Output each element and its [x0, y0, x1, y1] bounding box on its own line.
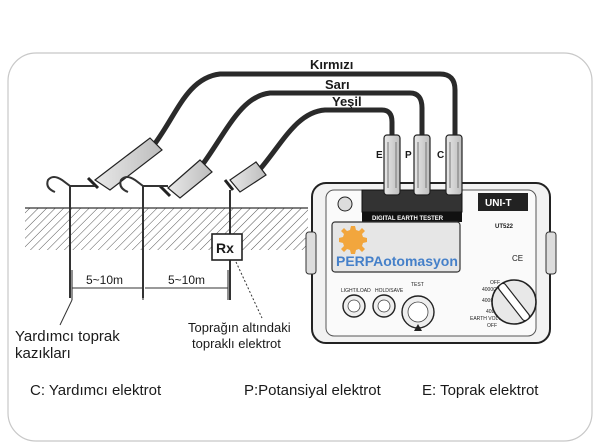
clip-green	[223, 161, 267, 193]
soil-ground	[25, 207, 308, 250]
test-cables	[147, 71, 458, 178]
ce-mark: CE	[512, 254, 523, 263]
terminal-label-e: E	[376, 150, 383, 161]
model-label: UT522	[495, 224, 514, 230]
plug-c	[445, 134, 463, 196]
light-load-button-face	[347, 299, 361, 313]
device-bumper-right	[545, 231, 557, 275]
clip-yellow	[158, 159, 213, 199]
green-cable	[252, 107, 395, 178]
terminal-label-strip	[362, 212, 462, 222]
aux-stakes-label-line1: Yardımcı toprak	[15, 328, 120, 345]
leader-electrode	[235, 261, 263, 319]
hold-save-button-face	[377, 299, 391, 313]
hold-save-label: HOLD/SAVE	[375, 288, 404, 294]
rx-label: Rx	[216, 240, 234, 256]
legend-p: P:Potansiyal elektrot	[244, 382, 382, 399]
dial-4000: 4000Ω	[482, 287, 497, 293]
test-button-face	[407, 301, 429, 323]
clip-red	[86, 137, 163, 191]
yellow-cable	[197, 90, 425, 171]
test-label: TEST	[411, 282, 424, 288]
dial-earth-voltage: EARTH VOLTAGE	[470, 316, 512, 322]
rx-box	[211, 233, 243, 261]
lcd-display	[331, 221, 461, 273]
electrode-label-line1: Toprağın altındaki	[188, 320, 291, 335]
dial-off-top: OFF	[490, 280, 500, 286]
brand-label: UNI-T	[485, 198, 512, 209]
watermark: PERPAotomasyon	[336, 226, 458, 269]
terminal-label-c: C	[437, 150, 444, 161]
dial-off-bottom: OFF	[487, 323, 497, 329]
watermark-gear-icon	[339, 226, 367, 254]
legend-c: C: Yardımcı elektrot	[30, 382, 162, 399]
brand-badge	[478, 193, 528, 211]
aux-stake-2	[119, 176, 168, 298]
lead-label-yesil: Yeşil	[332, 94, 362, 109]
red-cable	[147, 71, 458, 153]
diagram-frame	[7, 52, 593, 442]
terminal-label-p: P	[405, 150, 412, 161]
distance-label-2: 5~10m	[168, 273, 205, 287]
distance-markers	[71, 270, 229, 300]
electrode-label-line2: topraklı elektrot	[192, 336, 281, 351]
watermark-text: PERPAotomasyon	[336, 253, 458, 269]
warning-triangle-icon	[414, 324, 422, 331]
earth-tester-device: DIGITAL EARTH TESTER E P C UNI-T UT522	[305, 134, 557, 344]
distance-label-1: 5~10m	[86, 273, 123, 287]
lead-label-sari: Sarı	[325, 77, 350, 92]
rotary-dial-pointer	[497, 282, 531, 322]
lead-label-kirmizi: Kırmızı	[310, 57, 353, 72]
dial-40: 40Ω	[486, 309, 496, 315]
device-port-knob	[337, 196, 353, 212]
device-bumper-left	[305, 231, 317, 275]
aux-stakes-label-line2: kazıkları	[15, 345, 71, 362]
leader-aux	[59, 299, 73, 326]
device-display-label: DIGITAL EARTH TESTER	[372, 216, 444, 222]
plug-p	[413, 134, 431, 196]
plug-e	[383, 134, 401, 196]
dial-400: 400Ω	[482, 298, 494, 304]
legend-e: E: Toprak elektrot	[422, 382, 539, 399]
light-load-label: LIGHT/LOAD	[341, 288, 371, 294]
aux-stake-1	[46, 176, 95, 298]
